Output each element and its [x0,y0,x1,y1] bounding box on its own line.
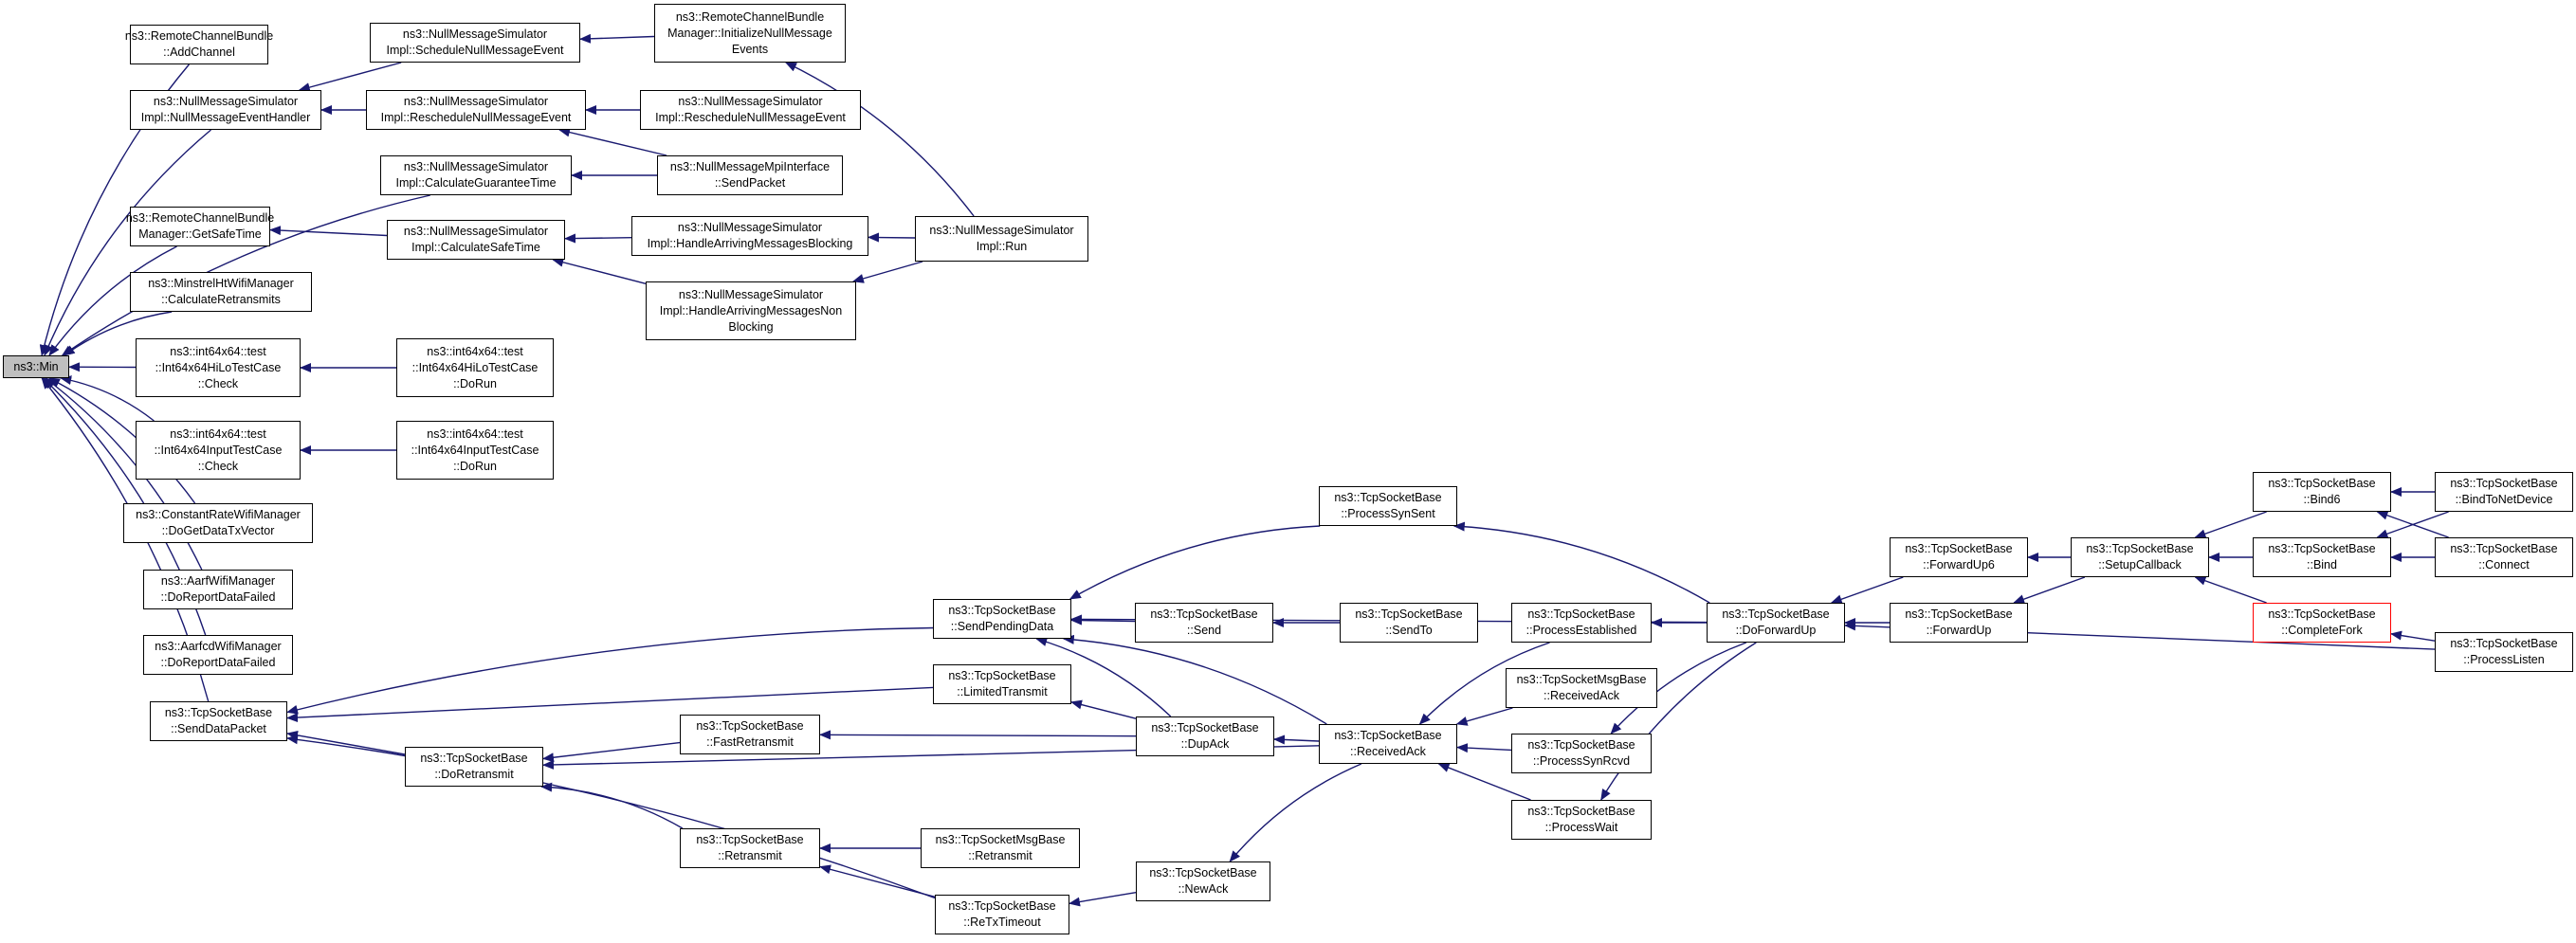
node-tcpmsg-receivedack[interactable]: ns3::TcpSocketMsgBase ::ReceivedAck [1506,668,1657,708]
node-input-check[interactable]: ns3::int64x64::test ::Int64x64InputTestC… [136,421,301,480]
edge-nmmpi_sendpacket-to-nms_reschedulenullmsgevent [558,127,667,156]
node-nmmpi-sendpacket[interactable]: ns3::NullMessageMpiInterface ::SendPacke… [657,155,843,195]
edge-tcp_sendpendingdata-to-tcp_senddatapacket [286,626,934,715]
edge-tcp_bind6-to-tcp_setupcallback [2194,511,2267,538]
node-tcp-doforwardup[interactable]: ns3::TcpSocketBase ::DoForwardUp [1707,603,1845,643]
node-tcp-forwardup[interactable]: ns3::TcpSocketBase ::ForwardUp [1890,603,2028,643]
node-min: ns3::Min [3,355,69,378]
node-nms-calcguaranteetime[interactable]: ns3::NullMessageSimulator Impl::Calculat… [380,155,572,195]
node-tcp-fastretransmit[interactable]: ns3::TcpSocketBase ::FastRetransmit [680,715,820,754]
edge-tcp_dupack-to-tcp_fastretransmit [819,730,1137,740]
node-tcp-receivedack[interactable]: ns3::TcpSocketBase ::ReceivedAck [1319,724,1457,764]
edge-minstrelht_calcretransmits-to-min [63,311,173,356]
edge-nms_handlearrivingblocking-to-nms_calcsafetime [564,233,632,244]
node-tcp-sendpendingdata[interactable]: ns3::TcpSocketBase ::SendPendingData [933,599,1071,639]
node-tcp-completefork[interactable]: ns3::TcpSocketBase ::CompleteFork [2253,603,2391,643]
edge-tcp_limitedtransmit-to-tcp_senddatapacket [286,686,934,723]
edge-input_check-to-min [60,375,155,422]
edge-nms_calcguaranteetime-to-min [61,194,430,356]
edge-tcp_forwardup6-to-tcp_doforwardup [1830,576,1904,605]
edge-tcp_dupack-to-tcp_limitedtransmit [1070,699,1137,719]
edge-nms_calcsafetime-to-rcbm_getsafetime [269,226,388,237]
edge-nms_run-to-nms_handlearrivingblocking [868,232,916,243]
edge-tcp_newack-to-tcp_retxtimeout [1069,892,1137,907]
node-tcp-processsynrcvd[interactable]: ns3::TcpSocketBase ::ProcessSynRcvd [1511,734,1652,773]
node-tcp-bind[interactable]: ns3::TcpSocketBase ::Bind [2253,537,2391,577]
node-tcp-retxtimeout[interactable]: ns3::TcpSocketBase ::ReTxTimeout [935,895,1069,934]
node-nms-schedulenullmsgevent[interactable]: ns3::NullMessageSimulator Impl::Schedule… [370,23,580,63]
edge-nms_run-to-rcbm_initnullmsgevents [784,62,975,217]
edge-tcp_processsynrcvd-to-tcp_receivedack [1456,743,1512,753]
node-tcp-limitedtransmit[interactable]: ns3::TcpSocketBase ::LimitedTransmit [933,664,1071,704]
node-aarf-doreportdatafailed[interactable]: ns3::AarfWifiManager ::DoReportDataFaile… [143,570,293,609]
edge-tcp_doforwardup-to-tcp_processwait [1600,642,1757,801]
edge-rcbm_getsafetime-to-min [48,245,177,356]
edge-tcp_retxtimeout-to-tcp_retransmit [819,864,936,898]
edge-tcp_receivedack-to-tcp_dupack [1273,734,1320,745]
node-tcp-dupack[interactable]: ns3::TcpSocketBase ::DupAck [1136,716,1274,756]
edge-tcp_dupack-to-tcp_sendpendingdata [1035,637,1172,717]
edge-tcp_completefork-to-tcp_setupcallback [2194,576,2267,604]
node-tcp-bindtonetdevice[interactable]: ns3::TcpSocketBase ::BindToNetDevice [2435,472,2573,512]
edge-tcp_processestablished-to-tcp_receivedack [1418,642,1550,725]
node-minstrelht-calcretransmits[interactable]: ns3::MinstrelHtWifiManager ::CalculateRe… [130,272,312,312]
edge-nms_handlearrivingnonblocking-to-nms_calcsafetime [552,257,647,284]
edge-tcp_processsynsent-to-tcp_sendpendingdata [1069,525,1321,600]
edge-tcp_doforwardup-to-tcp_processsynsent [1452,521,1710,604]
node-constantrate-getdatatxvector[interactable]: ns3::ConstantRateWifiManager ::DoGetData… [123,503,313,543]
node-nms-nullmsgeventhandler[interactable]: ns3::NullMessageSimulator Impl::NullMess… [130,90,321,130]
edge-nms_nullmsgeventhandler-to-min [44,129,211,356]
edge-tcp_retxtimeout-to-tcp_senddatapacket [286,734,936,899]
edge-tcp_doforwardup-to-tcp_processsynrcvd [1610,642,1747,734]
edge-tcp_receivedack-to-tcp_newack [1229,763,1362,862]
edge-tcp_doretransmit-to-tcp_senddatapacket [286,730,406,755]
node-nms-reschedulenullmsgevent-2[interactable]: ns3::NullMessageSimulator Impl::Reschedu… [640,90,861,130]
node-rcbm-initnullmsgevents[interactable]: ns3::RemoteChannelBundle Manager::Initia… [654,4,846,63]
edge-tcp_receivedack-to-tcp_sendpendingdata [1062,634,1327,725]
edge-tcp_bindtonetdevice-to-tcp_bind [2376,511,2449,538]
node-tcp-processsynsent[interactable]: ns3::TcpSocketBase ::ProcessSynSent [1319,486,1457,526]
node-nms-run[interactable]: ns3::NullMessageSimulator Impl::Run [915,216,1088,262]
node-tcp-forwardup6[interactable]: ns3::TcpSocketBase ::ForwardUp6 [1890,537,2028,577]
edge-nms_run-to-nms_handlearrivingnonblocking [851,261,923,283]
node-tcp-senddatapacket[interactable]: ns3::TcpSocketBase ::SendDataPacket [150,701,287,741]
node-rcb-addchannel[interactable]: ns3::RemoteChannelBundle ::AddChannel [125,25,273,64]
node-nms-reschedulenullmsgevent[interactable]: ns3::NullMessageSimulator Impl::Reschedu… [366,90,586,130]
edge-tcp_processwait-to-tcp_receivedack [1437,763,1531,801]
edge-tcp_processlisten-to-tcp_completefork [2390,630,2436,642]
node-rcbm-getsafetime[interactable]: ns3::RemoteChannelBundle Manager::GetSaf… [126,207,274,246]
node-tcp-retransmit[interactable]: ns3::TcpSocketBase ::Retransmit [680,828,820,868]
node-nms-handlearrivingblocking[interactable]: ns3::NullMessageSimulator Impl::HandleAr… [631,216,868,256]
node-input-dorun[interactable]: ns3::int64x64::test ::Int64x64InputTestC… [396,421,554,480]
edge-tcp_setupcallback-to-tcp_forwardup [2013,576,2086,604]
node-tcp-processestablished[interactable]: ns3::TcpSocketBase ::ProcessEstablished [1511,603,1652,643]
edge-nms_schedulenullmsgevent-to-nms_nullmsgeventhandler [298,62,402,92]
edge-rcbm_initnullmsgevents-to-nms_schedulenullmsgevent [579,33,655,44]
node-tcp-sendto[interactable]: ns3::TcpSocketBase ::SendTo [1340,603,1478,643]
node-nms-handlearrivingnonblocking[interactable]: ns3::NullMessageSimulator Impl::HandleAr… [646,281,856,340]
node-tcpmsg-retransmit[interactable]: ns3::TcpSocketMsgBase ::Retransmit [921,828,1080,868]
node-tcp-setupcallback[interactable]: ns3::TcpSocketBase ::SetupCallback [2071,537,2209,577]
node-hilo-check[interactable]: ns3::int64x64::test ::Int64x64HiLoTestCa… [136,338,301,397]
edge-tcp_retransmit-to-tcp_doretransmit [540,782,684,829]
node-aarfcd-doreportdatafailed[interactable]: ns3::AarfcdWifiManager ::DoReportDataFai… [143,635,293,675]
node-tcp-send[interactable]: ns3::TcpSocketBase ::Send [1135,603,1273,643]
node-tcp-bind6[interactable]: ns3::TcpSocketBase ::Bind6 [2253,472,2391,512]
edge-tcp_send-to-tcp_sendpendingdata [1070,615,1136,626]
edge-constantrate_getdatatxvector-to-min [48,377,196,504]
node-tcp-processwait[interactable]: ns3::TcpSocketBase ::ProcessWait [1511,800,1652,840]
node-tcp-processlisten[interactable]: ns3::TcpSocketBase ::ProcessListen [2435,632,2573,672]
node-nms-calcsafetime[interactable]: ns3::NullMessageSimulator Impl::Calculat… [387,220,565,260]
node-tcp-connect[interactable]: ns3::TcpSocketBase ::Connect [2435,537,2573,577]
node-tcp-doretransmit[interactable]: ns3::TcpSocketBase ::DoRetransmit [405,747,543,787]
node-tcp-newack[interactable]: ns3::TcpSocketBase ::NewAck [1136,861,1270,901]
edge-tcpmsg_receivedack-to-tcp_receivedack [1455,707,1513,726]
edge-tcp_fastretransmit-to-tcp_doretransmit [542,741,681,763]
node-hilo-dorun[interactable]: ns3::int64x64::test ::Int64x64HiLoTestCa… [396,338,554,397]
